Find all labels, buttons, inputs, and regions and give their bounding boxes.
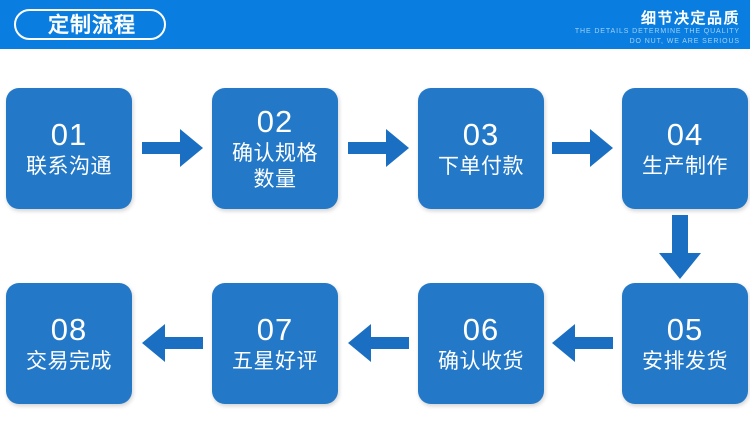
step-label: 安排发货 [642,349,728,373]
step-box-01[interactable]: 01 联系沟通 [6,88,132,209]
arrow-down-icon-04-to-05 [655,215,705,280]
step-number: 05 [666,311,704,347]
step-box-05[interactable]: 05 安排发货 [622,283,748,404]
arrow-right-icon-03-to-04 [552,127,614,169]
step-label: 下单付款 [438,154,524,178]
step-label: 交易完成 [26,349,112,373]
step-number: 04 [666,116,704,152]
step-label: 联系沟通 [26,154,112,178]
page-title-pill: 定制流程 [14,9,166,40]
step-number: 08 [50,311,88,347]
step-box-07[interactable]: 07 五星好评 [212,283,338,404]
header-tagline-english-line1: THE DETAILS DETERMINE THE QUALITY [574,28,740,35]
step-label: 确认收货 [438,349,524,373]
header-bar: 定制流程 细节决定品质 THE DETAILS DETERMINE THE QU… [0,0,750,49]
arrow-left-icon-07-to-08 [142,322,204,364]
step-number: 02 [256,103,294,139]
step-number: 06 [462,311,500,347]
header-tagline-chinese: 细节决定品质 [640,10,740,27]
arrow-right-icon-02-to-03 [348,127,410,169]
header-tagline-english-line2: DO NUT, WE ARE SERIOUS [629,38,740,45]
step-box-02[interactable]: 02 确认规格 数量 [212,88,338,209]
arrow-left-icon-06-to-07 [348,322,410,364]
step-label: 生产制作 [642,154,728,178]
step-number: 03 [462,116,500,152]
step-label: 五星好评 [232,349,318,373]
step-box-08[interactable]: 08 交易完成 [6,283,132,404]
step-number: 01 [50,116,88,152]
arrow-right-icon-01-to-02 [142,127,204,169]
step-label: 确认规格 数量 [232,141,318,191]
step-box-03[interactable]: 03 下单付款 [418,88,544,209]
arrow-left-icon-05-to-06 [552,322,614,364]
step-box-04[interactable]: 04 生产制作 [622,88,748,209]
step-box-06[interactable]: 06 确认收货 [418,283,544,404]
page-title: 定制流程 [48,14,136,37]
step-number: 07 [256,311,294,347]
